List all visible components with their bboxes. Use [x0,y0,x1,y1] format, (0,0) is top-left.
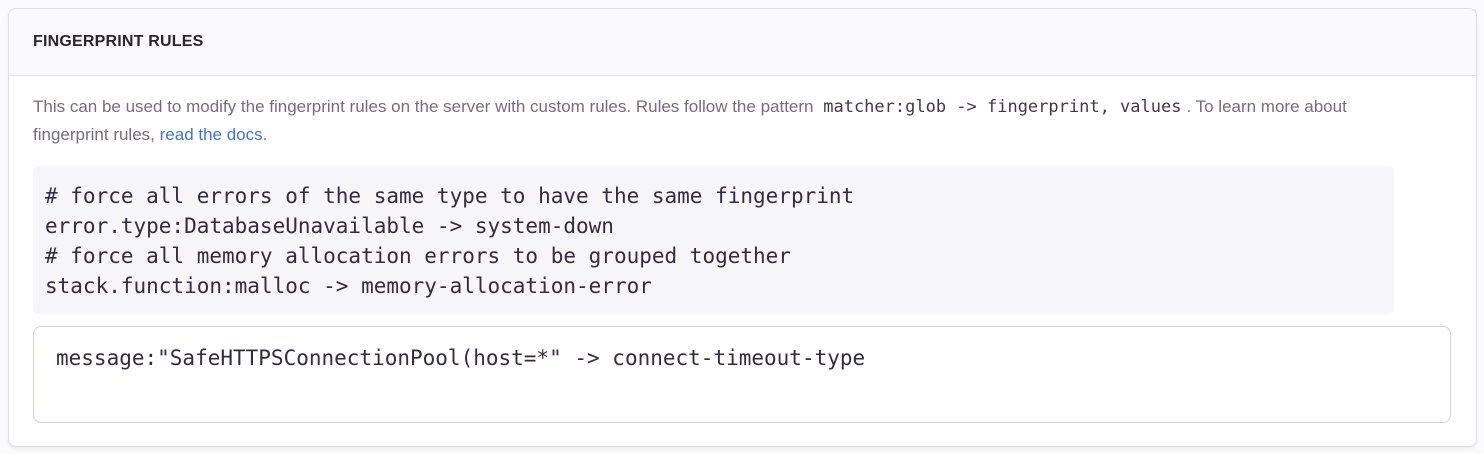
panel-header: FINGERPRINT RULES [9,9,1476,76]
panel-body: This can be used to modify the fingerpri… [9,76,1476,423]
example-rules-code-block: # force all errors of the same type to h… [33,166,1394,314]
rule-pattern-inline-code: matcher:glob -> fingerprint, values [823,97,1182,117]
help-text-before-code: This can be used to modify the fingerpri… [33,97,814,116]
read-the-docs-link[interactable]: read the docs. [159,125,268,144]
panel-title: FINGERPRINT RULES [33,33,204,50]
help-text-after-code: . To learn more about fingerprint rules, [33,97,1347,144]
fingerprint-rules-panel: FINGERPRINT RULES This can be used to mo… [8,8,1477,447]
field-help-text: This can be used to modify the fingerpri… [33,93,1363,149]
fingerprint-rules-input[interactable]: message:"SafeHTTPSConnectionPool(host=*"… [33,326,1451,423]
